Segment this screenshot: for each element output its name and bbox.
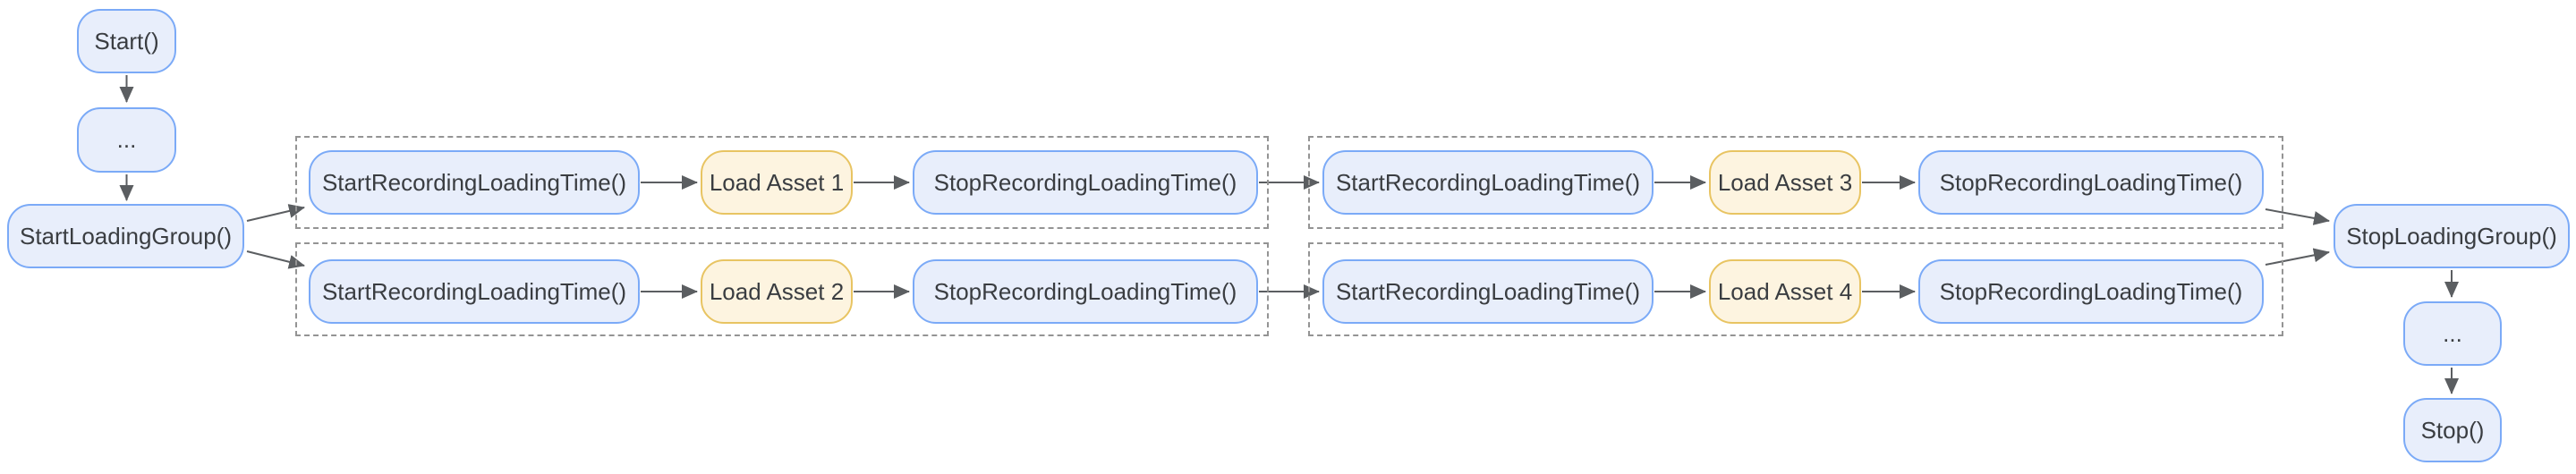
node-seq2-start-recording-label: StartRecordingLoadingTime() xyxy=(321,277,627,305)
node-seq3-start-recording: StartRecordingLoadingTime() xyxy=(1322,150,1654,215)
node-stop-label: Stop() xyxy=(2420,416,2485,444)
node-seq2-stop-recording: StopRecordingLoadingTime() xyxy=(913,259,1258,324)
node-stop: Stop() xyxy=(2403,398,2502,462)
node-stop-loading-group-label: StopLoadingGroup() xyxy=(2346,222,2557,250)
node-stop-loading-group: StopLoadingGroup() xyxy=(2334,204,2570,268)
sequence-group-box-4 xyxy=(1308,242,2283,336)
node-seq3-stop-recording: StopRecordingLoadingTime() xyxy=(1918,150,2264,215)
node-seq4-stop-recording-label: StopRecordingLoadingTime() xyxy=(1939,277,2243,305)
node-seq2-start-recording: StartRecordingLoadingTime() xyxy=(309,259,640,324)
node-seq1-stop-recording-label: StopRecordingLoadingTime() xyxy=(933,168,1237,196)
node-seq1-start-recording: StartRecordingLoadingTime() xyxy=(309,150,640,215)
node-start: Start() xyxy=(77,9,176,73)
node-start-loading-group-label: StartLoadingGroup() xyxy=(19,222,233,250)
sequence-group-box-2 xyxy=(295,242,1269,336)
node-seq2-stop-recording-label: StopRecordingLoadingTime() xyxy=(933,277,1237,305)
node-start-loading-group: StartLoadingGroup() xyxy=(7,204,244,268)
node-ellipsis-after-label: ... xyxy=(2443,319,2462,347)
node-seq4-start-recording-label: StartRecordingLoadingTime() xyxy=(1335,277,1641,305)
node-start-label: Start() xyxy=(94,27,159,55)
node-seq3-stop-recording-label: StopRecordingLoadingTime() xyxy=(1939,168,2243,196)
node-ellipsis-before: ... xyxy=(77,107,176,173)
node-seq4-start-recording: StartRecordingLoadingTime() xyxy=(1322,259,1654,324)
sequence-group-box-3 xyxy=(1308,136,2283,229)
node-load-asset-3-label: Load Asset 3 xyxy=(1717,168,1853,196)
node-seq1-start-recording-label: StartRecordingLoadingTime() xyxy=(321,168,627,196)
node-load-asset-4: Load Asset 4 xyxy=(1709,259,1861,324)
node-seq1-stop-recording: StopRecordingLoadingTime() xyxy=(913,150,1258,215)
node-ellipsis-after: ... xyxy=(2403,301,2502,366)
node-load-asset-3: Load Asset 3 xyxy=(1709,150,1861,215)
node-seq4-stop-recording: StopRecordingLoadingTime() xyxy=(1918,259,2264,324)
sequence-group-box-1 xyxy=(295,136,1269,229)
node-load-asset-2: Load Asset 2 xyxy=(701,259,853,324)
node-load-asset-4-label: Load Asset 4 xyxy=(1717,277,1853,305)
node-load-asset-1-label: Load Asset 1 xyxy=(709,168,845,196)
node-seq3-start-recording-label: StartRecordingLoadingTime() xyxy=(1335,168,1641,196)
node-ellipsis-before-label: ... xyxy=(116,126,137,153)
node-load-asset-2-label: Load Asset 2 xyxy=(709,277,845,305)
node-load-asset-1: Load Asset 1 xyxy=(701,150,853,215)
